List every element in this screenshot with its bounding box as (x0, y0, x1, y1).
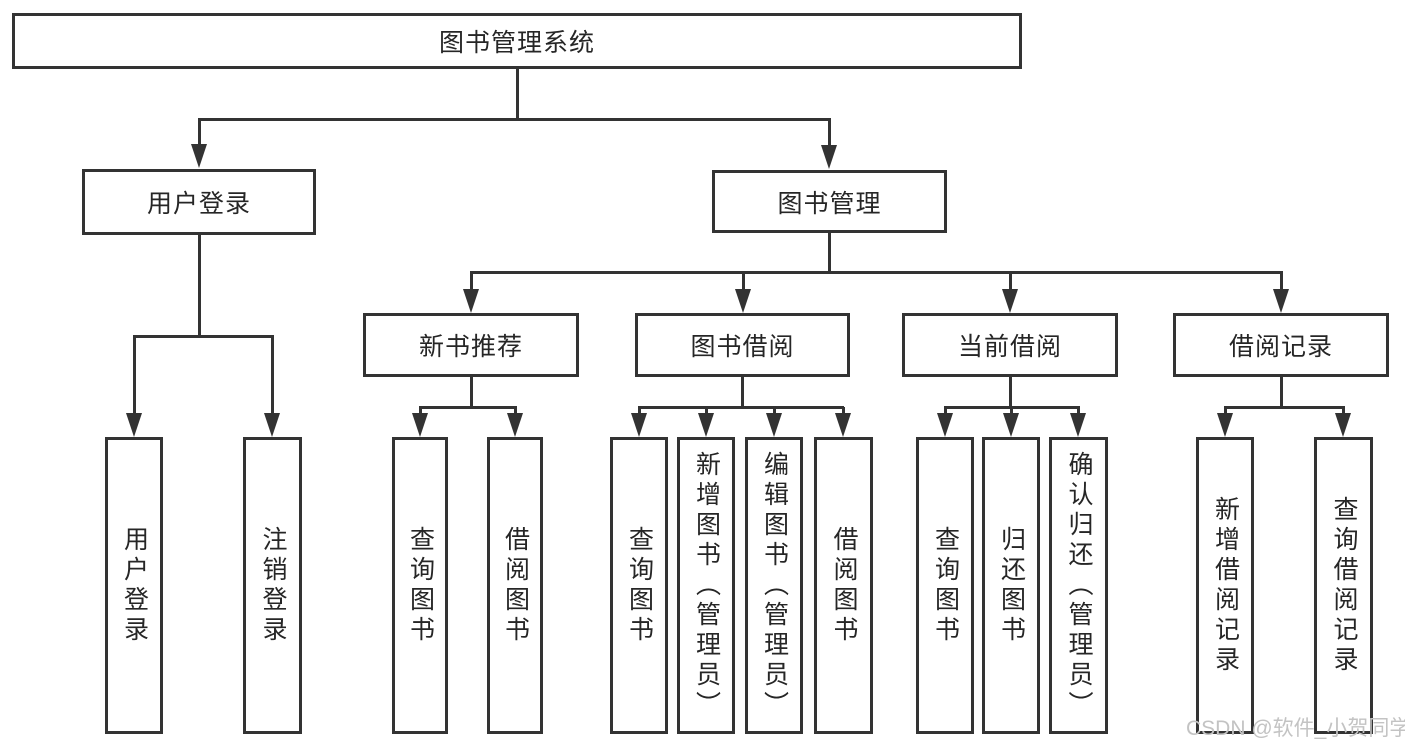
node-label: 新增图书（管理员） (692, 450, 721, 721)
node-user-login: 用户登录 (82, 169, 316, 235)
leaf-borrow-books-recommend: 借阅图书 (487, 437, 543, 734)
arrow-down-icon (766, 413, 782, 437)
connector-line (1076, 407, 1080, 417)
leaf-user-login: 用户登录 (105, 437, 163, 734)
connector-line (827, 233, 831, 273)
arrow-down-icon (1217, 413, 1233, 437)
connector-line (1223, 406, 1345, 409)
leaf-logout: 注销登录 (243, 437, 302, 734)
connector-line (469, 272, 473, 290)
watermark-text: CSDN @软件_小贺同学 (1186, 717, 1405, 740)
node-current-borrow: 当前借阅 (902, 313, 1118, 377)
arrow-down-icon (191, 144, 207, 168)
connector-line (197, 235, 201, 338)
connector-line (1341, 407, 1345, 417)
connector-line (1008, 272, 1012, 290)
node-label: 图书管理 (777, 189, 882, 218)
connector-line (197, 119, 201, 147)
leaf-query-borrow-record: 查询借阅记录 (1314, 437, 1373, 734)
leaf-confirm-return-admin: 确认归还（管理员） (1049, 437, 1108, 734)
node-label: 借阅记录 (1228, 333, 1333, 361)
node-library-management-system: 图书管理系统 (12, 13, 1022, 69)
connector-line (704, 407, 708, 417)
connector-line (1223, 407, 1227, 417)
node-borrow-records: 借阅记录 (1173, 313, 1389, 377)
arrow-down-icon (821, 145, 837, 169)
arrow-down-icon (735, 289, 751, 313)
leaf-borrow-books: 借阅图书 (814, 437, 873, 734)
arrow-down-icon (631, 413, 647, 437)
node-label: 注销登录 (259, 525, 287, 646)
node-book-borrow: 图书借阅 (635, 313, 850, 377)
arrow-down-icon (1273, 289, 1289, 313)
arrow-down-icon (126, 413, 142, 437)
connector-line (513, 407, 517, 417)
node-label: 当前借阅 (957, 333, 1062, 361)
node-label: 归还图书 (997, 525, 1026, 646)
leaf-add-books-admin: 新增图书（管理员） (677, 437, 735, 734)
arrow-down-icon (1002, 289, 1018, 313)
connector-line (841, 407, 845, 417)
arrow-down-icon (1003, 413, 1019, 437)
connector-line (515, 69, 519, 119)
node-label: 查询图书 (931, 525, 960, 646)
node-label: 查询借阅记录 (1330, 495, 1358, 676)
leaf-edit-books-admin: 编辑图书（管理员） (745, 437, 803, 734)
arrow-down-icon (264, 413, 280, 437)
node-label: 借阅图书 (501, 525, 530, 646)
arrow-down-icon (463, 289, 479, 313)
connector-line (270, 336, 274, 415)
leaf-query-books-recommend: 查询图书 (392, 437, 448, 734)
arrow-down-icon (507, 413, 523, 437)
connector-line (469, 377, 473, 409)
node-label: 借阅图书 (830, 525, 858, 646)
connector-line (418, 407, 422, 417)
node-label: 图书借阅 (690, 333, 795, 361)
node-label: 编辑图书（管理员） (760, 450, 789, 721)
connector-line (1279, 377, 1283, 409)
node-book-management: 图书管理 (712, 170, 947, 233)
connector-line (772, 407, 776, 417)
connector-line (197, 117, 831, 121)
node-label: 查询图书 (406, 525, 435, 646)
leaf-return-books: 归还图书 (982, 437, 1040, 734)
node-label: 用户登录 (120, 525, 149, 646)
connector-line (740, 377, 744, 409)
arrow-down-icon (1335, 413, 1351, 437)
arrow-down-icon (698, 413, 714, 437)
connector-line (1008, 377, 1012, 409)
connector-line (469, 270, 1283, 274)
leaf-query-books-borrow: 查询图书 (610, 437, 668, 734)
leaf-query-books-current: 查询图书 (916, 437, 974, 734)
connector-line (1279, 272, 1283, 290)
connector-line (418, 406, 517, 409)
node-label: 新增借阅记录 (1211, 495, 1240, 676)
connector-line (741, 272, 745, 290)
connector-line (132, 336, 136, 415)
node-new-book-recommend: 新书推荐 (363, 313, 579, 377)
node-label: 查询图书 (625, 525, 654, 646)
leaf-add-borrow-record: 新增借阅记录 (1196, 437, 1254, 734)
node-label: 确认归还（管理员） (1065, 450, 1093, 721)
connector-line (637, 406, 844, 409)
connector-line (132, 335, 274, 338)
node-label: 用户登录 (146, 190, 251, 218)
connector-line (827, 119, 831, 147)
node-label: 图书管理系统 (438, 29, 595, 57)
arrow-down-icon (937, 413, 953, 437)
node-label: 新书推荐 (418, 333, 523, 361)
arrow-down-icon (1070, 413, 1086, 437)
connector-line (637, 407, 641, 417)
arrow-down-icon (835, 413, 851, 437)
connector-line (943, 407, 947, 417)
arrow-down-icon (412, 413, 428, 437)
connector-line (1009, 407, 1013, 417)
